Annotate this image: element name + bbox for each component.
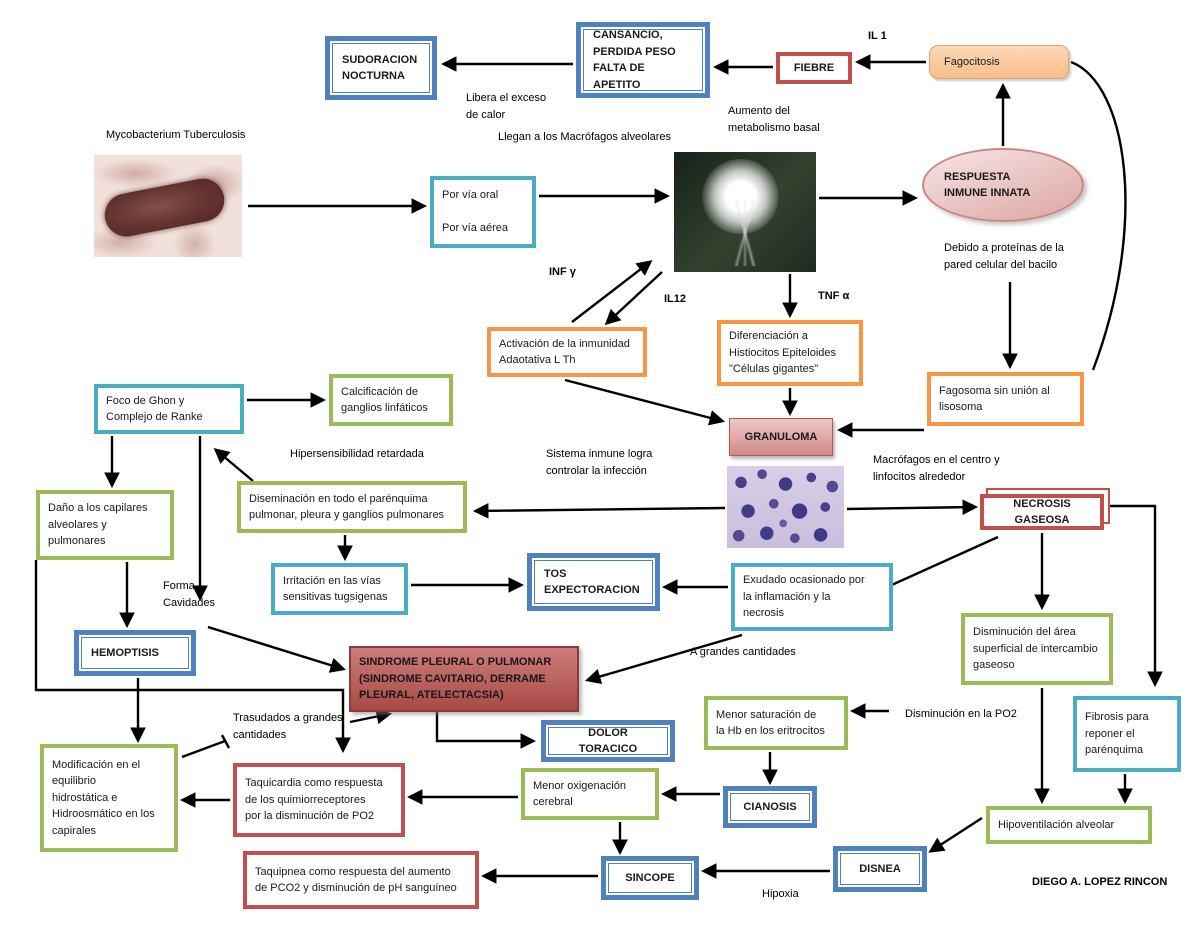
node-fiebre: FIEBRE bbox=[776, 52, 852, 84]
node-dolor-toracico: DOLOR TORACICO bbox=[541, 720, 675, 762]
label-forma-cavidades: Forma Cavidades bbox=[163, 580, 215, 609]
node-fagosoma: Fagosoma sin unión al lisosoma bbox=[927, 372, 1084, 426]
label-trasudados: Trasudados a grandes cantidades bbox=[233, 712, 343, 741]
node-foco-de-ghon: Foco de Ghon y Complejo de Ranke bbox=[94, 384, 244, 434]
node-menor-oxigenacion: Menor oxigenación cerebral bbox=[521, 768, 659, 820]
label-aumento-metabolismo: Aumento del metabolismo basal bbox=[728, 105, 820, 134]
label-disminucion-po2: Disminución en la PO2 bbox=[905, 708, 1017, 720]
node-hipoventilacion: Hipoventilación alveolar bbox=[986, 806, 1152, 844]
label-il1: IL 1 bbox=[868, 30, 887, 42]
node-sudoracion-nocturna: SUDORACION NOCTURNA bbox=[325, 36, 437, 100]
bacteria-image bbox=[94, 155, 242, 257]
label-sistema-inmune: Sistema inmune logra controlar la infecc… bbox=[546, 448, 653, 477]
node-irritacion-vias: Irritación en las vías sensitivas tugsig… bbox=[271, 563, 408, 615]
node-sindrome-pleural: SINDROME PLEURAL O PULMONAR (SINDROME CA… bbox=[349, 646, 579, 712]
node-disminucion-area: Disminución del área superficial de inte… bbox=[961, 613, 1113, 685]
node-calcificacion-ganglios: Calcificación de ganglios linfáticos bbox=[329, 374, 453, 426]
label-mycobacterium: Mycobacterium Tuberculosis bbox=[106, 129, 246, 141]
node-modificacion-equilibrio: Modificación en el equilibrio hidrostáti… bbox=[40, 744, 178, 852]
label-a-grandes-cantidades: A grandes cantidades bbox=[690, 646, 796, 658]
node-necrosis-gaseosa: NECROSIS GASEOSA bbox=[980, 494, 1104, 530]
node-menor-saturacion: Menor saturación de la Hb en los eritroc… bbox=[704, 696, 848, 750]
node-sincope: SINCOPE bbox=[601, 856, 699, 900]
node-taquicardia: Taquicardia como respuesta de los quimio… bbox=[233, 763, 405, 837]
node-diseminacion: Diseminación en todo el parénquima pulmo… bbox=[237, 481, 467, 533]
label-tnf-alfa: TNF α bbox=[818, 290, 850, 302]
node-taquipnea: Taquipnea como respuesta del aumento de … bbox=[243, 851, 479, 909]
label-debido-proteinas: Debido a proteínas de la pared celular d… bbox=[944, 242, 1064, 271]
node-dano-capilares: Daño a los capilares alveolares y pulmon… bbox=[36, 490, 174, 560]
label-llegan-macrofagos: Llegan a los Macrófagos alveolares bbox=[498, 131, 672, 143]
node-diferenciacion-histiocitos: Diferenciación a Histiocitos Epiteloides… bbox=[717, 320, 863, 386]
node-disnea: DISNEA bbox=[833, 846, 927, 892]
label-hipoxia: Hipoxia bbox=[762, 888, 799, 900]
label-author: DIEGO A. LOPEZ RINCON bbox=[1032, 876, 1168, 888]
node-fibrosis: Fibrosis para reponer el parénquima bbox=[1073, 696, 1181, 772]
node-cianosis: CIANOSIS bbox=[723, 786, 817, 828]
node-granuloma: GRANULOMA bbox=[729, 418, 833, 456]
label-il12: IL12 bbox=[664, 293, 687, 305]
label-inf-gamma: INF γ bbox=[549, 266, 576, 278]
label-libera-calor: Libera el exceso de calor bbox=[466, 92, 547, 121]
node-fagocitosis: Fagocitosis bbox=[929, 45, 1069, 79]
node-exudado: Exudado ocasionado por la inflamación y … bbox=[731, 563, 893, 631]
macrophage-image bbox=[674, 152, 816, 272]
node-por-via: Por vía oral Por vía aérea bbox=[430, 176, 536, 248]
node-tos-expectoracion: TOS EXPECTORACION bbox=[527, 553, 660, 611]
node-cansancio: CANSANCIO, PERDIDA PESO FALTA DE APETITO bbox=[576, 22, 710, 98]
granuloma-histology-image bbox=[727, 466, 844, 548]
label-hipersensibilidad: Hipersensibilidad retardada bbox=[290, 448, 424, 460]
node-activacion-inmunidad: Activación de la inmunidad Adaotativa L … bbox=[487, 327, 647, 377]
node-respuesta-inmune-innata: RESPUESTA INMUNE INNATA bbox=[922, 148, 1084, 222]
label-macrofagos-centro: Macrófagos en el centro y linfocitos alr… bbox=[873, 454, 1000, 483]
node-hemoptisis: HEMOPTISIS bbox=[74, 630, 196, 676]
